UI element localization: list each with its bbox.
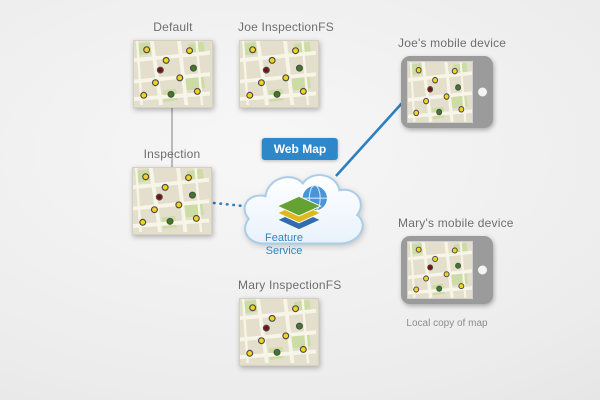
joe-inspectionfs-map-thumbnail (239, 40, 319, 108)
mary-tablet-icon (401, 236, 493, 304)
web-map-feature-service: Web Map Feature Service (236, 138, 364, 272)
joe-tablet-icon (401, 56, 493, 128)
cloud-icon (243, 174, 364, 245)
home-button-icon (478, 265, 487, 275)
joe-device-map (407, 61, 473, 123)
map-icon (133, 168, 209, 232)
inspection-map-thumbnail (132, 167, 212, 235)
label-mary-inspectionfs: Mary InspectionFS (238, 278, 342, 292)
label-mary-device: Mary's mobile device (398, 216, 514, 230)
local-copy-caption: Local copy of map (406, 318, 488, 329)
web-map-badge: Web Map (261, 138, 339, 160)
mary-device-map (407, 241, 473, 299)
label-joe-device: Joe's mobile device (398, 36, 507, 50)
map-icon (408, 62, 472, 122)
mary-inspectionfs-map-thumbnail (239, 298, 319, 366)
feature-service-label: Feature Service (265, 232, 303, 257)
label-joe-inspectionfs: Joe InspectionFS (238, 20, 334, 34)
home-button-icon (478, 87, 487, 97)
label-default: Default (153, 20, 193, 34)
map-icon (240, 299, 316, 363)
map-icon (408, 242, 472, 298)
label-inspection: Inspection (143, 147, 201, 161)
layers-icon (276, 184, 329, 231)
default-map-thumbnail (133, 40, 213, 108)
map-icon (240, 41, 316, 105)
map-icon (134, 41, 210, 105)
